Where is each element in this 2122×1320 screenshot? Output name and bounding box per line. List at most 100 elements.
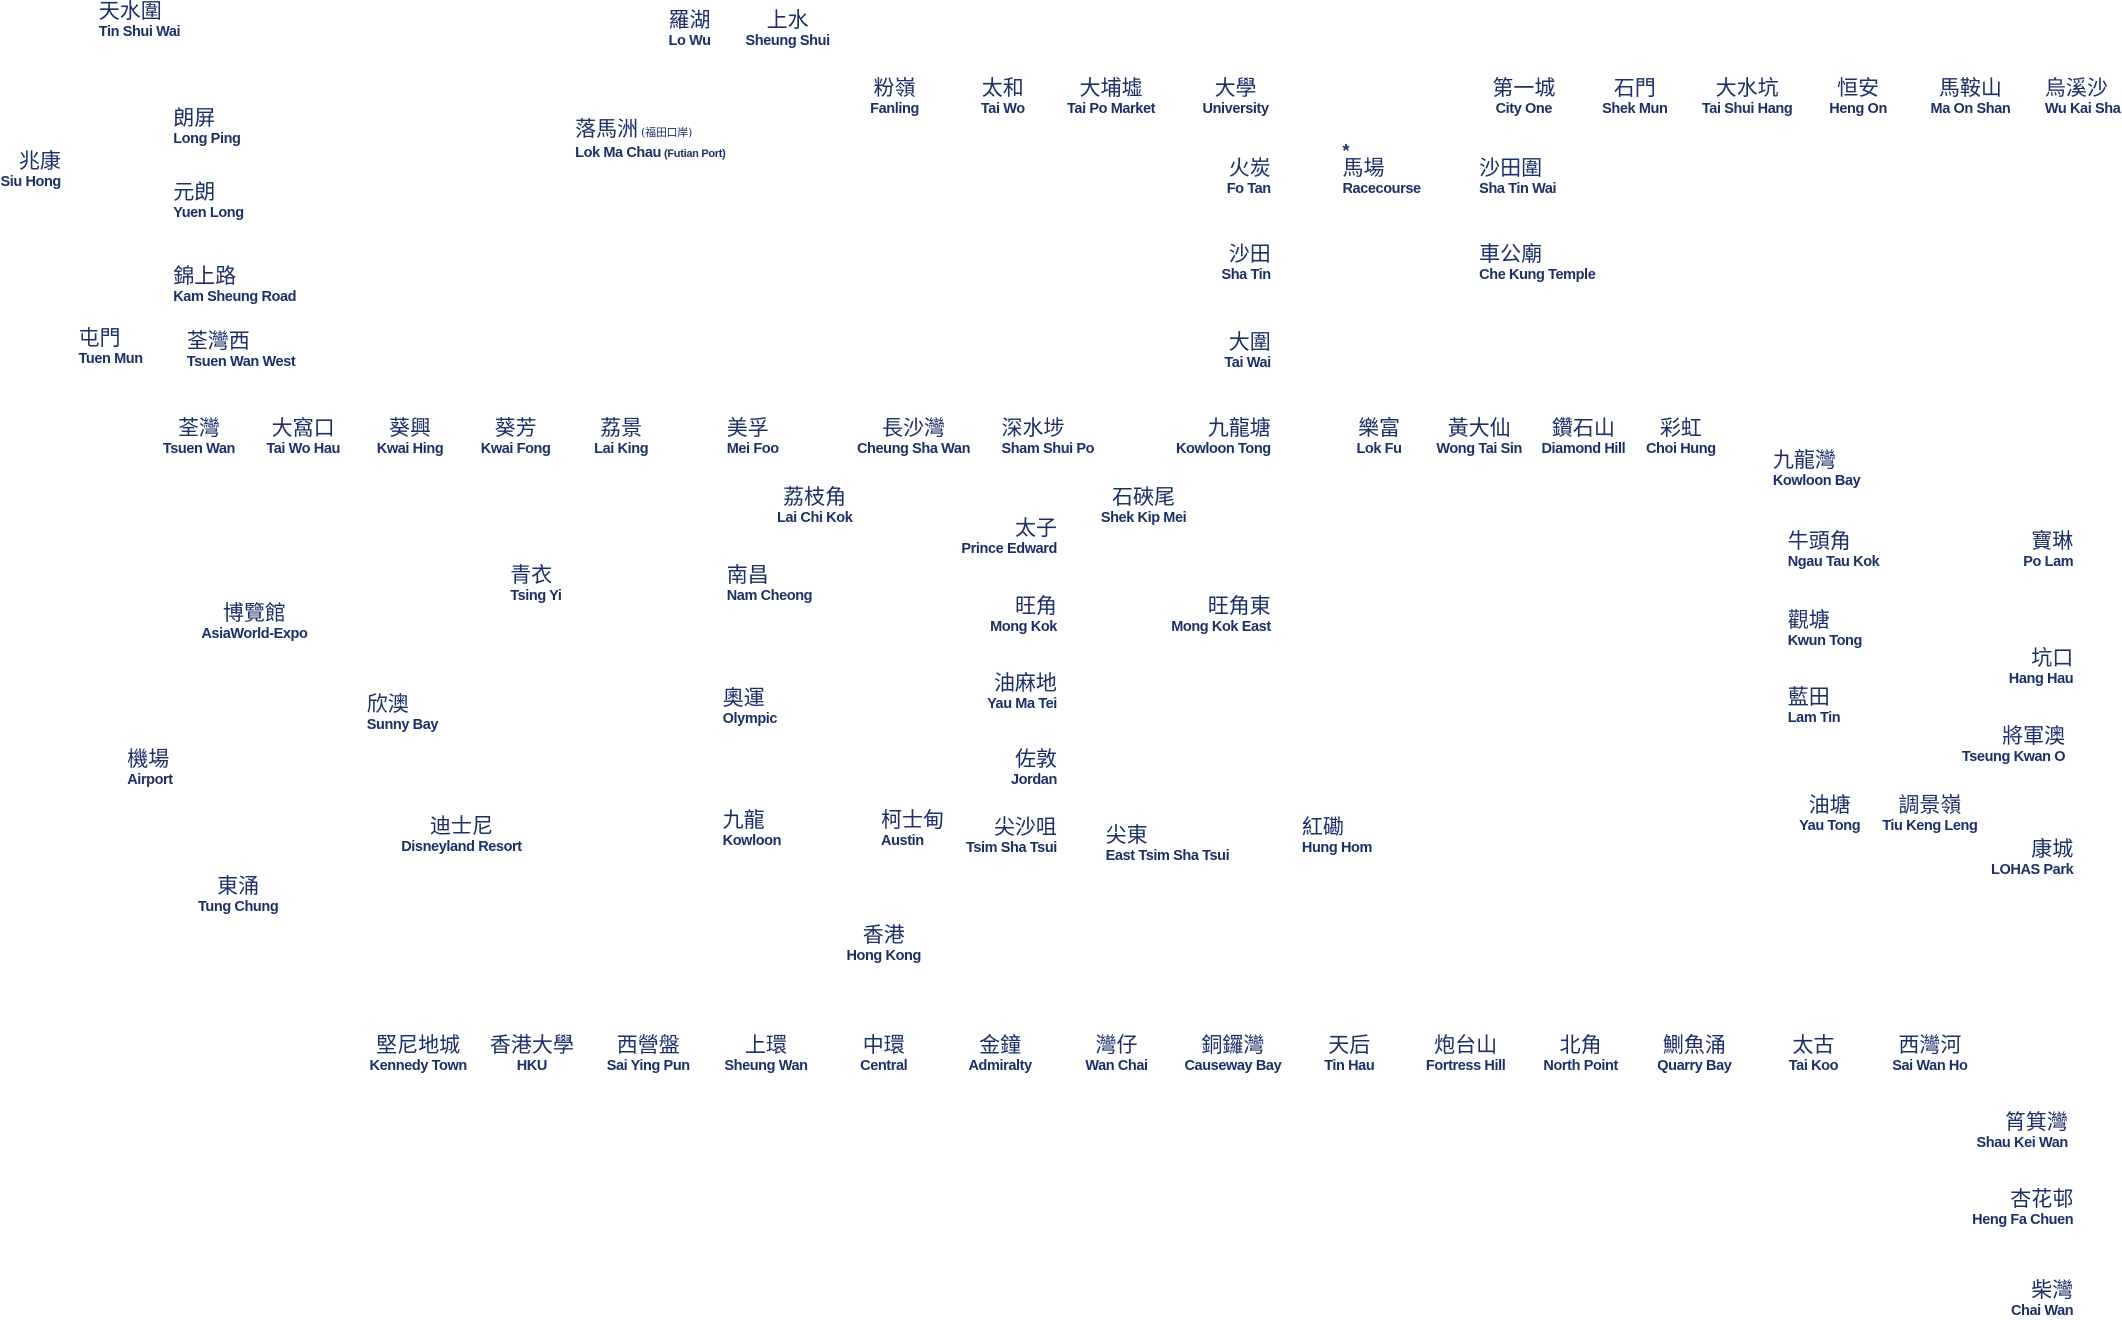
station-name-en: Yau Ma Tei (987, 696, 1057, 713)
station-name-zh: 粉嶺 (873, 75, 916, 100)
station-name-en: Mei Foo (726, 440, 779, 457)
station-name-en: Jordan (1010, 772, 1057, 789)
station-name-en: Choi Hung (1645, 440, 1716, 457)
station-name-en: Chai Wan (2010, 1302, 2074, 1319)
station-name-zh: 坑口 (2031, 645, 2074, 670)
station-name-en: Shek Mun (1602, 100, 1668, 117)
station-name-zh: 柯士甸 (881, 808, 944, 833)
station-name-en: Tsing Yi (510, 588, 562, 605)
station-name-en: Cheung Sha Wan (856, 440, 971, 457)
station-name-zh: 旺角東 (1207, 594, 1271, 619)
station-name-zh: 堅尼地城 (376, 1032, 461, 1057)
station-name-zh: 葵興 (389, 415, 432, 440)
station-name-en: Diamond Hill (1541, 440, 1626, 457)
station-name-en: Tsuen Wan West (186, 354, 296, 371)
station-name-en: East Tsim Sha Tsui (1105, 847, 1230, 864)
station-name-zh: 鑽石山 (1551, 415, 1615, 440)
station-name-en: Disneyland Resort (401, 838, 522, 855)
station-name-en: Lai Chi Kok (777, 509, 853, 526)
station-name-zh: 馬場 (1342, 155, 1385, 180)
station-name-zh: 石硤尾 (1112, 484, 1176, 509)
station-name-zh: 荃灣西 (186, 329, 250, 354)
station-name-en: Kowloon Tong (1175, 440, 1271, 457)
station-name-zh: 牛頭角 (1787, 529, 1851, 554)
station-name-zh: 調景嶺 (1898, 793, 1962, 818)
station-name-en: Sheung Shui (745, 33, 831, 50)
station-name-en: Fortress Hill (1425, 1057, 1506, 1074)
station-name-zh: 佐敦 (1014, 747, 1057, 772)
station-name-en: Tai Wo (980, 100, 1025, 117)
station-name-zh: 藍田 (1787, 684, 1830, 709)
station-name-zh: 欣澳 (366, 691, 409, 716)
station-name-zh: 灣仔 (1095, 1032, 1138, 1057)
station-name-zh: 第一城 (1492, 75, 1556, 100)
station-name-zh: 九龍塘 (1207, 415, 1271, 440)
station-name-zh: 羅湖 (668, 8, 711, 33)
station-name-en: Sunny Bay (366, 716, 439, 733)
station-name-en: Tseung Kwan O (1961, 749, 2066, 766)
station-name-en: Tai Shui Hang (1701, 100, 1793, 117)
station-name-zh: 北角 (1559, 1032, 1602, 1057)
station-name-zh: 大學 (1214, 75, 1257, 100)
station-name-en: Lok Ma Chau (575, 144, 661, 161)
racecourse-note-marker: * (1342, 140, 1350, 161)
station-name-zh: 康城 (2031, 836, 2074, 861)
station-name-zh: 鰂魚涌 (1662, 1032, 1726, 1057)
station-name-zh: 東涌 (217, 874, 260, 899)
station-name-zh: 柴灣 (2031, 1277, 2074, 1302)
station-name-en: Tuen Mun (78, 351, 143, 368)
station-name-en: Mong Kok East (1171, 619, 1271, 636)
station-name-en: Kowloon Bay (1772, 473, 1861, 490)
station-name-en: University (1202, 100, 1270, 117)
station-name-zh: 杏花邨 (2010, 1187, 2074, 1212)
station-name-en: Nam Cheong (726, 588, 813, 605)
station-name-en: Lok Fu (1356, 440, 1402, 457)
station-name-en: Wong Tai Sin (1436, 440, 1523, 457)
station-name-zh: 天后 (1328, 1032, 1371, 1057)
station-name-en: Tai Wai (1224, 355, 1271, 372)
station-name-zh: 葵芳 (494, 415, 537, 440)
station-name-zh: 沙田 (1228, 242, 1271, 267)
station-name-en: Prince Edward (961, 540, 1057, 557)
station-name-zh: 銅鑼灣 (1201, 1032, 1265, 1057)
station-label-lok-ma-chau: 落馬洲(福田口岸)Lok Ma Chau(Futian Port) (575, 116, 726, 163)
station-note-zh: (福田口岸) (641, 125, 692, 139)
station-name-zh: 落馬洲 (575, 116, 639, 141)
station-name-zh: 長沙灣 (881, 415, 945, 440)
station-name-zh: 天水圍 (98, 0, 162, 23)
station-name-zh: 樂富 (1358, 415, 1401, 440)
station-name-en: Tai Koo (1788, 1057, 1839, 1074)
station-name-zh: 荃灣 (177, 415, 220, 440)
station-name-en: Austin (881, 833, 924, 850)
station-name-zh: 美孚 (726, 415, 769, 440)
station-name-zh: 上水 (766, 8, 809, 33)
station-name-en: Po Lam (2023, 554, 2074, 571)
